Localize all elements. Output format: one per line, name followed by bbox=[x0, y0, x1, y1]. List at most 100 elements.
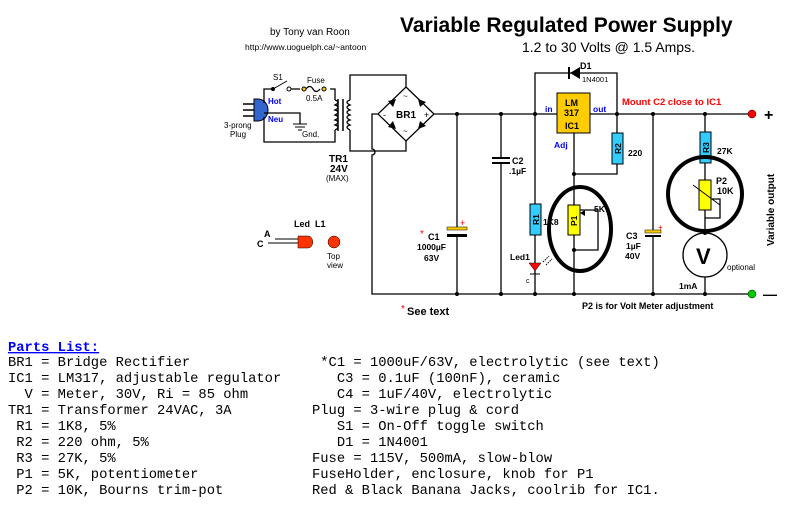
c2-value: .1µF bbox=[509, 166, 526, 176]
p1-value: 5K bbox=[594, 204, 606, 214]
fuse-label: Fuse bbox=[307, 76, 325, 85]
plug-label-2: Plug bbox=[230, 130, 246, 139]
see-text-note: See text bbox=[407, 306, 450, 318]
part-line: R2 = 220 ohm, 5% bbox=[8, 435, 149, 451]
ic-lm: LM bbox=[565, 98, 578, 108]
plug-label: 3-prong bbox=[224, 121, 252, 130]
part-line: P1 = 5K, potentiometer bbox=[8, 467, 198, 483]
ground-icon bbox=[293, 123, 307, 131]
meter-optional: optional bbox=[727, 263, 755, 272]
p1-highlight bbox=[547, 185, 613, 273]
r1-label: R1 bbox=[531, 214, 541, 225]
subtitle: 1.2 to 30 Volts @ 1.5 Amps. bbox=[522, 39, 695, 55]
gnd-label: Gnd. bbox=[302, 130, 319, 139]
ic-adj-label: Adj bbox=[554, 140, 568, 150]
part-line: *C1 = 1000uF/63V, electrolytic (see text… bbox=[312, 355, 660, 371]
resistor-r2 bbox=[611, 132, 624, 165]
url: http://www.uoguelph.ca/~antoon bbox=[245, 42, 366, 52]
capacitor-c3 bbox=[644, 229, 662, 237]
led-c-label: C bbox=[257, 239, 264, 249]
part-line: V = Meter, 30V, Ri = 85 ohm bbox=[8, 387, 248, 403]
fuse-value: 0.5A bbox=[306, 94, 323, 103]
part-line: Plug = 3-wire plug & cord bbox=[312, 403, 519, 419]
parts-list-heading: Parts List: bbox=[8, 340, 99, 356]
part-line: TR1 = Transformer 24VAC, 3A bbox=[8, 403, 232, 419]
c3-plus: + bbox=[658, 223, 663, 232]
br1-minus: - bbox=[383, 110, 386, 120]
p2-value: 10K bbox=[717, 186, 734, 196]
r3-value: 27K bbox=[717, 146, 733, 156]
c1-plus: + bbox=[460, 218, 465, 228]
author: by Tony van Roon bbox=[270, 27, 350, 38]
part-line: Fuse = 115V, 500mA, slow-blow bbox=[312, 451, 553, 467]
bridge-rectifier-br1 bbox=[377, 86, 435, 142]
c1-value: 1000µF bbox=[417, 242, 446, 252]
part-line: D1 = 1N4001 bbox=[312, 436, 428, 451]
tr1-voltage: 24V bbox=[330, 164, 348, 175]
output-label: Variable output bbox=[766, 173, 777, 246]
positive-output-terminal bbox=[747, 109, 757, 119]
resistor-r3 bbox=[699, 131, 712, 164]
br1-ac2: ~ bbox=[403, 127, 408, 136]
r2-value: 220 bbox=[628, 148, 642, 158]
ic-317: 317 bbox=[564, 108, 579, 118]
meter-symbol: V bbox=[696, 244, 711, 269]
led1-c: c bbox=[526, 278, 530, 285]
part-line: BR1 = Bridge Rectifier bbox=[8, 355, 190, 371]
led-side-view bbox=[297, 235, 314, 249]
part-line: FuseHolder, enclosure, knob for P1 bbox=[312, 467, 594, 483]
view-label: view bbox=[327, 261, 343, 270]
hot-label: Hot bbox=[268, 97, 282, 106]
output-minus: — bbox=[763, 286, 777, 302]
fuse bbox=[300, 85, 330, 93]
part-line: IC1 = LM317, adjustable regulator bbox=[8, 371, 281, 387]
p2-note: P2 is for Volt Meter adjustment bbox=[582, 301, 713, 311]
part-line: C3 = 0.1uF (100nF), ceramic bbox=[312, 371, 560, 387]
br1-plus: + bbox=[424, 110, 429, 120]
ic-in-label: in bbox=[545, 104, 553, 114]
p2-label: P2 bbox=[716, 176, 727, 186]
part-line: Red & Black Banana Jacks, coolrib for IC… bbox=[312, 483, 660, 499]
mount-note: Mount C2 close to IC1 bbox=[622, 97, 722, 108]
led-l1-label: Led L1 bbox=[294, 219, 326, 229]
switch-s1 bbox=[271, 80, 292, 92]
led1-label: Led1 bbox=[510, 252, 530, 262]
parts-list-left: BR1 = Bridge Rectifier IC1 = LM317, adju… bbox=[8, 355, 281, 499]
c3-voltage: 40V bbox=[625, 251, 640, 261]
led-top-view bbox=[327, 235, 341, 249]
s1-label: S1 bbox=[273, 73, 283, 82]
c3-value: 1µF bbox=[626, 241, 641, 251]
output-plus: + bbox=[764, 107, 773, 124]
c1-label: C1 bbox=[428, 232, 440, 242]
p1-label: P1 bbox=[569, 215, 579, 226]
capacitor-c1 bbox=[446, 226, 468, 237]
trimpot-p2 bbox=[698, 179, 712, 211]
led1 bbox=[528, 255, 553, 275]
part-line: S1 = On-Off toggle switch bbox=[312, 419, 544, 435]
plug-icon bbox=[243, 98, 269, 122]
br1-label: BR1 bbox=[396, 110, 416, 121]
r3-label: R3 bbox=[701, 142, 711, 153]
transformer-tr1 bbox=[333, 99, 352, 131]
ic-name: IC1 bbox=[565, 121, 579, 131]
see-text-star: * bbox=[401, 304, 405, 315]
title: Variable Regulated Power Supply bbox=[400, 14, 733, 37]
ic1-lm317 bbox=[556, 92, 591, 134]
diode-d1 bbox=[568, 67, 580, 79]
parts-list-right: *C1 = 1000uF/63V, electrolytic (see text… bbox=[312, 355, 660, 499]
r2-label: R2 bbox=[613, 143, 623, 154]
c2-label: C2 bbox=[512, 156, 524, 166]
part-line: C4 = 1uF/40V, electrolytic bbox=[312, 387, 552, 403]
meter-range: 1mA bbox=[679, 281, 697, 291]
capacitor-c2 bbox=[492, 157, 510, 164]
br1-ac1: ~ bbox=[403, 92, 408, 101]
resistor-r1 bbox=[529, 203, 542, 236]
negative-output-terminal bbox=[747, 289, 757, 299]
led-a-label: A bbox=[264, 229, 271, 239]
ic-out-label: out bbox=[593, 104, 606, 114]
top-label: Top bbox=[327, 252, 340, 261]
c1-star: * bbox=[420, 229, 424, 240]
tr1-label: TR1 bbox=[329, 154, 348, 165]
d1-part: 1N4001 bbox=[582, 75, 608, 84]
